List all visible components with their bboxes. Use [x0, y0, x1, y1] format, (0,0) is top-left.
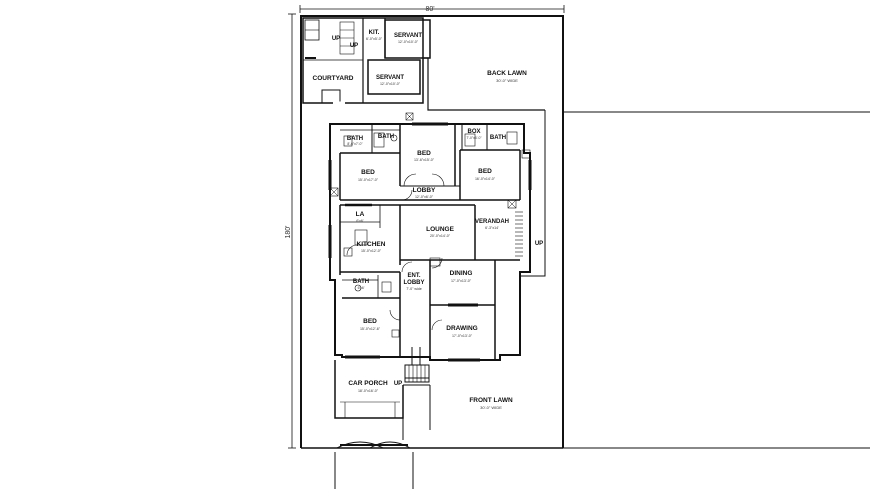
stair-labels: UP UP UP UP [332, 36, 543, 387]
box-label: BOX [467, 129, 480, 135]
verandah-size: 6'-3"x14' [485, 226, 499, 230]
kit-size: 6'-0"x5'-0" [366, 37, 383, 41]
ent-lobby-label-2: LOBBY [404, 280, 425, 286]
dining-size: 17'-0"x13'-0" [451, 279, 472, 283]
main-house [328, 110, 546, 362]
bed-top-center-label: BED [417, 150, 431, 157]
front-lawn-label: FRONT LAWN [469, 397, 513, 404]
box-size: 7'-0"x6'-0" [466, 136, 482, 140]
ent-lobby-size: 7'-0" wide [406, 287, 422, 291]
bed-bottom-size: 15'-0"x12'-6" [360, 327, 381, 331]
verandah-label: VERANDAH [475, 219, 509, 225]
dimension-lines: 80' 180' [285, 5, 565, 449]
back-lawn-size: 30'-0" WIDE [496, 78, 518, 83]
bed-top-right-size: 16'-0"x14'-0" [475, 177, 496, 181]
servant2-size: 12'-0"x10'-0" [380, 82, 401, 86]
front-lawn-size: 30'-0" WIDE [480, 405, 502, 410]
bed-top-left-label: BED [361, 169, 375, 176]
lounge-label: LOUNGE [426, 226, 454, 233]
servant2-label: SERVANT [376, 75, 404, 81]
bath3-label: BATH [490, 135, 506, 141]
top-dimension-label: 80' [425, 6, 434, 13]
bed-top-center-size: 13'-6"x15'-0" [414, 158, 435, 162]
plot-boundary [300, 15, 870, 449]
verandah-railing [515, 211, 523, 257]
courtyard-label: COURTYARD [313, 75, 354, 82]
ent-lobby-label-1: ENT. [407, 273, 420, 279]
bed-bottom-label: BED [363, 318, 377, 325]
servant1-size: 12'-0"x10'-0" [398, 40, 419, 44]
car-porch-size: 18'-0"x16'-0" [358, 389, 379, 393]
entrance-gate [334, 441, 414, 489]
car-porch [334, 360, 431, 440]
kitchen-label: KITCHEN [357, 241, 386, 248]
up-label-4: UP [394, 381, 402, 387]
drawing-size: 17'-0"x13'-0" [452, 334, 473, 338]
bath1-size: 8'-6"x7'-0" [347, 142, 363, 146]
car-porch-label: CAR PORCH [348, 380, 388, 387]
side-dimension-label: 180' [285, 225, 292, 238]
lobby-label: LOBBY [413, 187, 436, 194]
back-lawn-label: BACK LAWN [487, 70, 527, 77]
up-label-2: UP [350, 43, 358, 49]
up-label-3: UP [535, 241, 543, 247]
lobby-size: 12'-0"x6'-0" [415, 195, 434, 199]
dining-label: DINING [450, 270, 473, 277]
entrance-steps [404, 347, 430, 383]
la-label: LA [356, 211, 365, 218]
servant-block [302, 17, 545, 111]
bed-top-left-size: 15'-0"x17'-0" [358, 178, 379, 182]
kitchen-size: 15'-0"x12'-0" [361, 249, 382, 253]
bath4-size: 6'x6' [358, 286, 365, 290]
lounge-size: 20'-0"x14'-0" [430, 234, 451, 238]
up-label-1: UP [332, 36, 340, 42]
kit-label: KIT. [369, 30, 380, 36]
la-size: 6'x6' [356, 219, 363, 223]
bath1-label: BATH [347, 136, 363, 142]
bath4-label: BATH [353, 279, 369, 285]
bath2-label: BATH [378, 134, 394, 140]
servant1-label: SERVANT [394, 33, 422, 39]
bed-top-right-label: BED [478, 168, 492, 175]
drawing-label: DRAWING [446, 325, 477, 332]
room-labels: COURTYARD KIT. 6'-0"x5'-0" SERVANT 12'-0… [313, 30, 528, 410]
